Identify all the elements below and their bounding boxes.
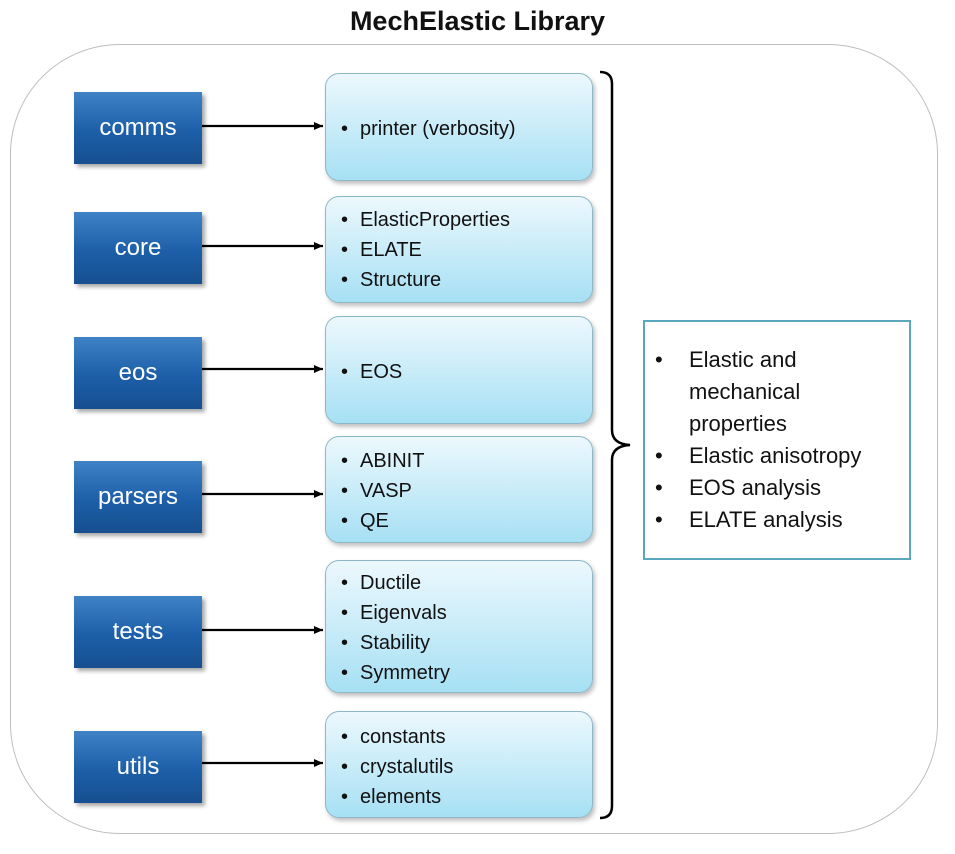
- box-comms: •printer (verbosity): [325, 73, 593, 181]
- list-item: •Symmetry: [341, 662, 450, 684]
- list-item: •ElasticProperties: [341, 209, 511, 231]
- module-parsers: parsers: [74, 461, 202, 533]
- module-eos: eos: [74, 337, 202, 409]
- list-item: •ELATE: [341, 239, 422, 261]
- list-item: •Ductile: [341, 572, 422, 594]
- summary-item: •Elastic and mechanical properties: [655, 347, 801, 436]
- module-comms: comms: [74, 92, 202, 164]
- list-item: •crystalutils: [341, 756, 454, 778]
- list-item: •printer (verbosity): [341, 118, 516, 140]
- box-core: •ElasticProperties •ELATE •Structure: [325, 196, 593, 303]
- box-eos: •EOS: [325, 316, 593, 424]
- diagram-title: MechElastic Library: [349, 6, 606, 36]
- module-core: core: [74, 212, 202, 284]
- module-label: eos: [118, 359, 158, 386]
- summary-item: •Elastic anisotropy: [655, 443, 862, 468]
- summary-item: •EOS analysis: [655, 475, 822, 500]
- module-label: comms: [99, 114, 177, 141]
- list-item: •ABINIT: [341, 450, 425, 472]
- grouping-brace: [599, 70, 631, 820]
- module-utils: utils: [74, 731, 202, 803]
- list-item: •Structure: [341, 269, 442, 291]
- module-tests: tests: [74, 596, 202, 668]
- box-utils: •constants •crystalutils •elements: [325, 711, 593, 818]
- list-item: •EOS: [341, 361, 403, 383]
- list-item: •elements: [341, 786, 442, 808]
- list-item: •constants: [341, 726, 446, 748]
- box-parsers: •ABINIT •VASP •QE: [325, 436, 593, 543]
- module-label: parsers: [97, 483, 179, 510]
- list-item: •VASP: [341, 480, 412, 502]
- summary-box: •Elastic and mechanical properties •Elas…: [643, 320, 911, 560]
- module-label: utils: [116, 753, 160, 780]
- list-item: •Stability: [341, 632, 431, 654]
- summary-item: •ELATE analysis: [655, 507, 843, 532]
- list-item: •QE: [341, 510, 389, 532]
- module-label: tests: [112, 618, 164, 645]
- list-item: •Eigenvals: [341, 602, 447, 624]
- box-tests: •Ductile •Eigenvals •Stability •Symmetry: [325, 560, 593, 693]
- module-label: core: [114, 234, 162, 261]
